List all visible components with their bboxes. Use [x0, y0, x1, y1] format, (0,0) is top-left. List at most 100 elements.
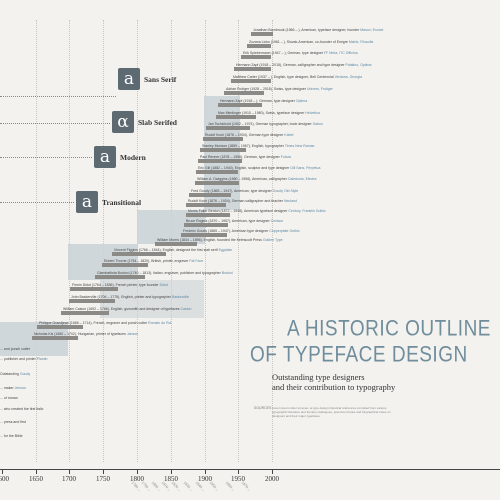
- designer-row: Firmin Didot (1764 – 1836), French print…: [70, 283, 168, 291]
- poster-title-line1: A HISTORIC OUTLINE: [287, 316, 491, 342]
- era-shade-baroque: [100, 280, 204, 318]
- slab-serif-connector: [0, 123, 110, 124]
- designer-label: Rudolf Koch (1876 – 1934), German type d…: [205, 133, 294, 137]
- typeface-a-icon: a: [76, 191, 98, 213]
- designer-row: Adrian Frutiger (1928 – 2015), Swiss, ty…: [224, 87, 333, 95]
- sources-text: Lorem ipsum dolor sit amet, et type desi…: [272, 406, 391, 418]
- subtitle-line1: Outstanding type designers: [272, 372, 365, 382]
- axis-year-label: 2000: [265, 475, 279, 483]
- designer-label: Adrian Frutiger (1928 – 2015), Swiss, ty…: [226, 87, 333, 91]
- designer-row: Morris Fuller Benton (1872 – 1948), Amer…: [186, 209, 326, 217]
- gridline-2000: [272, 20, 273, 462]
- designer-row: Max Miedinger (1910 – 1980), Swiss, type…: [216, 111, 320, 119]
- designer-row: William A. Dwiggins (1880 – 1956), Ameri…: [195, 177, 316, 185]
- axis-tick: [103, 469, 104, 474]
- sans-serif-connector: [0, 96, 116, 97]
- designer-label: William Caslon (1692 – 1766), English, g…: [63, 307, 192, 311]
- designer-row: William Caslon (1692 – 1766), English, g…: [61, 307, 191, 315]
- typeface-a-icon: a: [94, 146, 116, 168]
- gridline-1750: [103, 20, 104, 462]
- designer-row: Nicholas Kis (1650 – 1702), Hungarian, p…: [32, 332, 138, 340]
- designer-label: Morris Fuller Benton (1872 – 1948), Amer…: [188, 209, 326, 213]
- designer-label: Zuzana Licko (1961 – ), Slovak-American,…: [249, 40, 374, 44]
- axis-year-label: 1600: [0, 475, 9, 483]
- sources-label: SOURCES: [254, 406, 272, 410]
- category-name: Sans Serif: [144, 74, 177, 84]
- designer-label: Jan Tschichold (1902 – 1974), German typ…: [208, 122, 323, 126]
- axis-diagonal-label: 1820 ...: [170, 480, 183, 493]
- designer-row: Stanley Morison (1889 – 1967), English, …: [200, 144, 314, 152]
- left-note: ... who created the first italic: [0, 407, 44, 411]
- designer-label: Firmin Didot (1764 – 1836), French print…: [72, 283, 168, 287]
- category-name: Modern: [120, 152, 146, 162]
- left-note: ... publisher and printer Plantin: [0, 357, 48, 361]
- designer-label: Hermann Zapf (1918 – ), German, type des…: [220, 99, 308, 103]
- axis-tick: [171, 469, 172, 474]
- designer-row: Hermann Zapf (1918 – ), German, type des…: [218, 99, 307, 107]
- designer-label: Erik Spiekermann (1947 – ), German, type…: [243, 51, 358, 55]
- designer-label: Robert Thorne (1754 – 1820), British, pr…: [104, 259, 204, 263]
- left-note: ... and punch cutter: [0, 347, 30, 351]
- designer-row: Eric Gill (1882 – 1940), English, sculpt…: [196, 166, 320, 174]
- axis-tick: [272, 469, 273, 474]
- gridline-1650: [36, 20, 37, 462]
- designer-label: Jonathan Barnbrook (1966 – ), American, …: [253, 28, 384, 32]
- designer-label: Bruce Rogers (1870 – 1957), American, ty…: [186, 219, 284, 223]
- gridline-1900: [205, 20, 206, 462]
- designer-row: Rudolf Koch (1876 – 1934), German type d…: [203, 133, 293, 141]
- designer-label: William A. Dwiggins (1880 – 1956), Ameri…: [197, 177, 317, 181]
- designer-row: John Baskerville (1706 – 1775), English,…: [69, 295, 189, 303]
- designer-label: Philippe Grandjean (1666 – 1714), French…: [39, 321, 172, 325]
- designer-label: Fred Goudy (1865 – 1947), American, type…: [191, 189, 299, 193]
- designer-row: Zuzana Licko (1961 – ), Slovak-American,…: [247, 40, 373, 48]
- designer-row: William Morris (1834 – 1896), English, f…: [155, 238, 283, 246]
- typeface-alpha-icon: α: [112, 111, 134, 133]
- left-note: ... of roman: [0, 396, 18, 400]
- modern-connector: [0, 157, 92, 158]
- axis-year-label: 1800: [130, 475, 144, 483]
- designer-label: Vincent Figgins (1766 – 1844), English, …: [114, 248, 233, 252]
- designer-row: Robert Thorne (1754 – 1820), British, pr…: [102, 259, 203, 267]
- axis-tick: [238, 469, 239, 474]
- typeface-a-icon: a: [118, 68, 140, 90]
- designer-label: William Morris (1834 – 1896), English, f…: [157, 238, 283, 242]
- designer-label: Eric Gill (1882 – 1940), English, sculpt…: [198, 166, 321, 170]
- designer-row: Paul Renner (1878 – 1956), German, type …: [198, 155, 291, 163]
- left-note: ... for the Bible: [0, 434, 23, 438]
- category-modern: a Modern: [94, 146, 146, 168]
- designer-row: Matthew Carter (1937 – ), English, type …: [231, 75, 362, 83]
- timeline-axis: [0, 469, 500, 470]
- designer-row: Frederic Goudy (1865 – 1947), American t…: [181, 229, 300, 237]
- transitional-connector: [0, 202, 74, 203]
- axis-tick: [205, 469, 206, 474]
- designer-row: Hermann Zapf (1918 – 2015), German, call…: [234, 63, 371, 71]
- designer-label: Max Miedinger (1910 – 1980), Swiss, type…: [218, 111, 320, 115]
- axis-diagonal-label: 1830 ...: [182, 480, 195, 493]
- designer-row: Fred Goudy (1865 – 1947), American, type…: [189, 189, 298, 197]
- designer-row: Jonathan Barnbrook (1966 – ), American, …: [251, 28, 383, 36]
- axis-diagonal-label: 1870 ...: [240, 480, 253, 493]
- designer-label: Hermann Zapf (1918 – 2015), German, call…: [236, 63, 372, 67]
- designer-row: Giambattista Bodoni (1740 – 1813), Itali…: [95, 271, 233, 279]
- designer-row: Bruce Rogers (1870 – 1957), American, ty…: [184, 219, 283, 227]
- category-name: Transitional: [102, 197, 142, 207]
- designer-label: Stanley Morison (1889 – 1967), English, …: [202, 144, 315, 148]
- category-transitional: a Transitional: [76, 191, 141, 213]
- axis-year-label: 1700: [62, 475, 76, 483]
- designer-row: Philippe Grandjean (1666 – 1714), French…: [37, 321, 171, 329]
- left-note: Outstanding Goudy: [0, 372, 31, 376]
- axis-year-label: 1900: [198, 475, 212, 483]
- gridline-1700: [69, 20, 70, 462]
- axis-year-label: 1650: [29, 475, 43, 483]
- subtitle-line2: and their contribution to typography: [272, 382, 396, 392]
- axis-tick: [69, 469, 70, 474]
- poster-title-line2: OF TYPEFACE DESIGN: [250, 342, 468, 368]
- axis-year-label: 1750: [96, 475, 110, 483]
- era-shade-oldstyle: [68, 244, 138, 280]
- designer-label: John Baskerville (1706 – 1775), English,…: [71, 295, 189, 299]
- designer-row: Erik Spiekermann (1947 – ), German, type…: [241, 51, 358, 59]
- gridline-1950: [238, 20, 239, 462]
- designer-label: Paul Renner (1878 – 1956), German, type …: [200, 155, 291, 159]
- axis-diagonal-label: 1850 ...: [208, 480, 221, 493]
- axis-tick: [2, 469, 3, 474]
